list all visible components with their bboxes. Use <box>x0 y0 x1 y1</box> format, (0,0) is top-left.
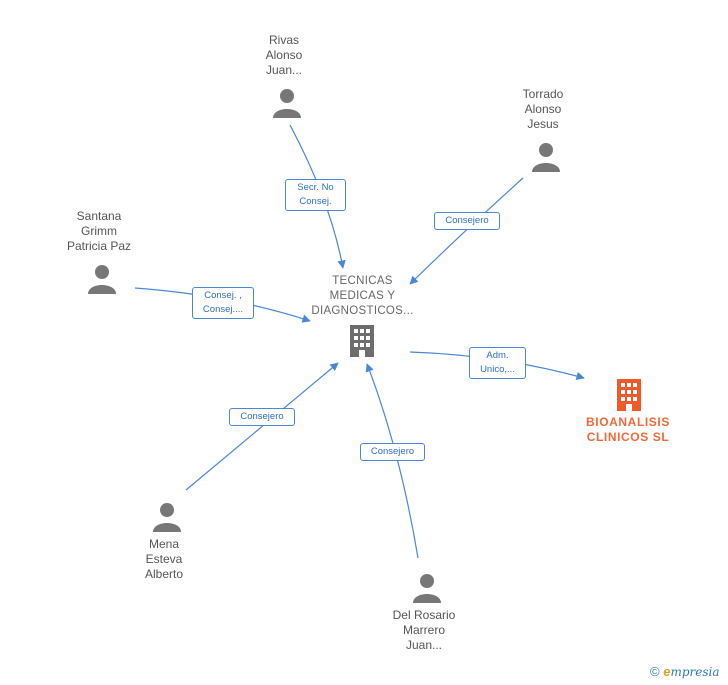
person-mena-label[interactable]: Mena Esteva Alberto <box>144 537 184 581</box>
relation-rivas-label[interactable]: Secr. No Consej. <box>285 179 346 211</box>
edge-mena <box>185 362 339 491</box>
relation-delrosario-label[interactable]: Consejero <box>360 443 425 461</box>
person-santana-label[interactable]: Santana Grimm Patricia Paz <box>66 209 132 253</box>
edge-torrado <box>409 177 524 285</box>
relation-torrado-label[interactable]: Consejero <box>434 212 500 230</box>
company-bioanalisis-label[interactable]: BIOANALISIS CLINICOS SL <box>586 415 670 444</box>
brand-logo-e: e <box>663 664 671 679</box>
building-icon[interactable] <box>347 323 377 359</box>
relation-santana-label[interactable]: Consej. , Consej.... <box>192 287 254 319</box>
copyright-symbol: © <box>650 664 660 679</box>
footer-brand[interactable]: © empresia <box>650 664 720 679</box>
person-icon[interactable] <box>531 142 561 172</box>
person-icon[interactable] <box>87 264 117 294</box>
building-highlight-icon[interactable] <box>614 377 644 413</box>
relation-mena-label[interactable]: Consejero <box>229 408 295 426</box>
person-rivas-label[interactable]: Rivas Alonso Juan... <box>265 33 303 77</box>
edge-delrosario <box>365 363 419 559</box>
brand-name: mpresia <box>670 665 720 679</box>
person-icon[interactable] <box>412 573 442 603</box>
person-icon[interactable] <box>152 502 182 532</box>
person-delrosario-label[interactable]: Del Rosario Marrero Juan... <box>392 608 456 652</box>
person-icon[interactable] <box>272 88 302 118</box>
person-torrado-label[interactable]: Torrado Alonso Jesus <box>522 87 564 131</box>
center-company-label[interactable]: TECNICAS MEDICAS Y DIAGNOSTICOS... <box>311 275 414 317</box>
relation-company-label[interactable]: Adm. Unico,... <box>469 347 526 379</box>
